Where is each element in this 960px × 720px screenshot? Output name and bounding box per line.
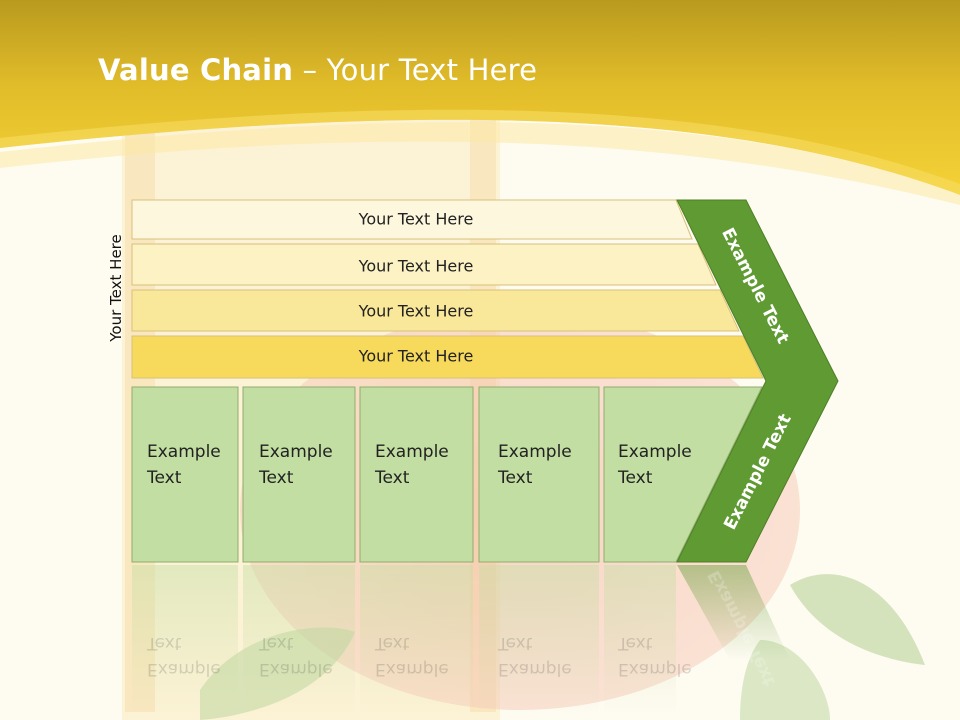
box-4 [478, 386, 600, 563]
band-3 [131, 289, 740, 332]
box-2-reflection: Example Text [259, 633, 333, 679]
band-3-label: Your Text Here [358, 301, 474, 321]
title-bold: Value Chain [98, 53, 294, 87]
band-4-label: Your Text Here [358, 346, 474, 366]
title-rest: – Your Text Here [293, 53, 538, 87]
box-5-label: Example Text [618, 442, 692, 488]
box-5-reflection: Example Text [618, 633, 692, 679]
chevron-arrow [676, 199, 839, 563]
box-4-label: Example Text [498, 442, 572, 488]
box-5 [603, 386, 763, 563]
box-3-label: Example Text [375, 442, 449, 488]
box-1 [131, 386, 239, 563]
band-1 [131, 199, 693, 240]
band-2 [131, 243, 717, 286]
box-3-reflection: Example Text [375, 633, 449, 679]
box-4-reflection: Example Text [498, 633, 572, 679]
slide-title: Value Chain – Your Text Here [98, 53, 537, 87]
box-1-label: Example Text [147, 442, 221, 488]
band-4 [131, 335, 764, 379]
box-3 [359, 386, 474, 563]
box-1-reflection: Example Text [147, 633, 221, 679]
band-1-label: Your Text Here [358, 209, 474, 229]
box-2-label: Example Text [259, 442, 333, 488]
leaf-image [790, 574, 925, 665]
box-2 [242, 386, 356, 563]
reflection [132, 565, 790, 715]
band-2-label: Your Text Here [358, 256, 474, 276]
header-band [0, 0, 960, 195]
